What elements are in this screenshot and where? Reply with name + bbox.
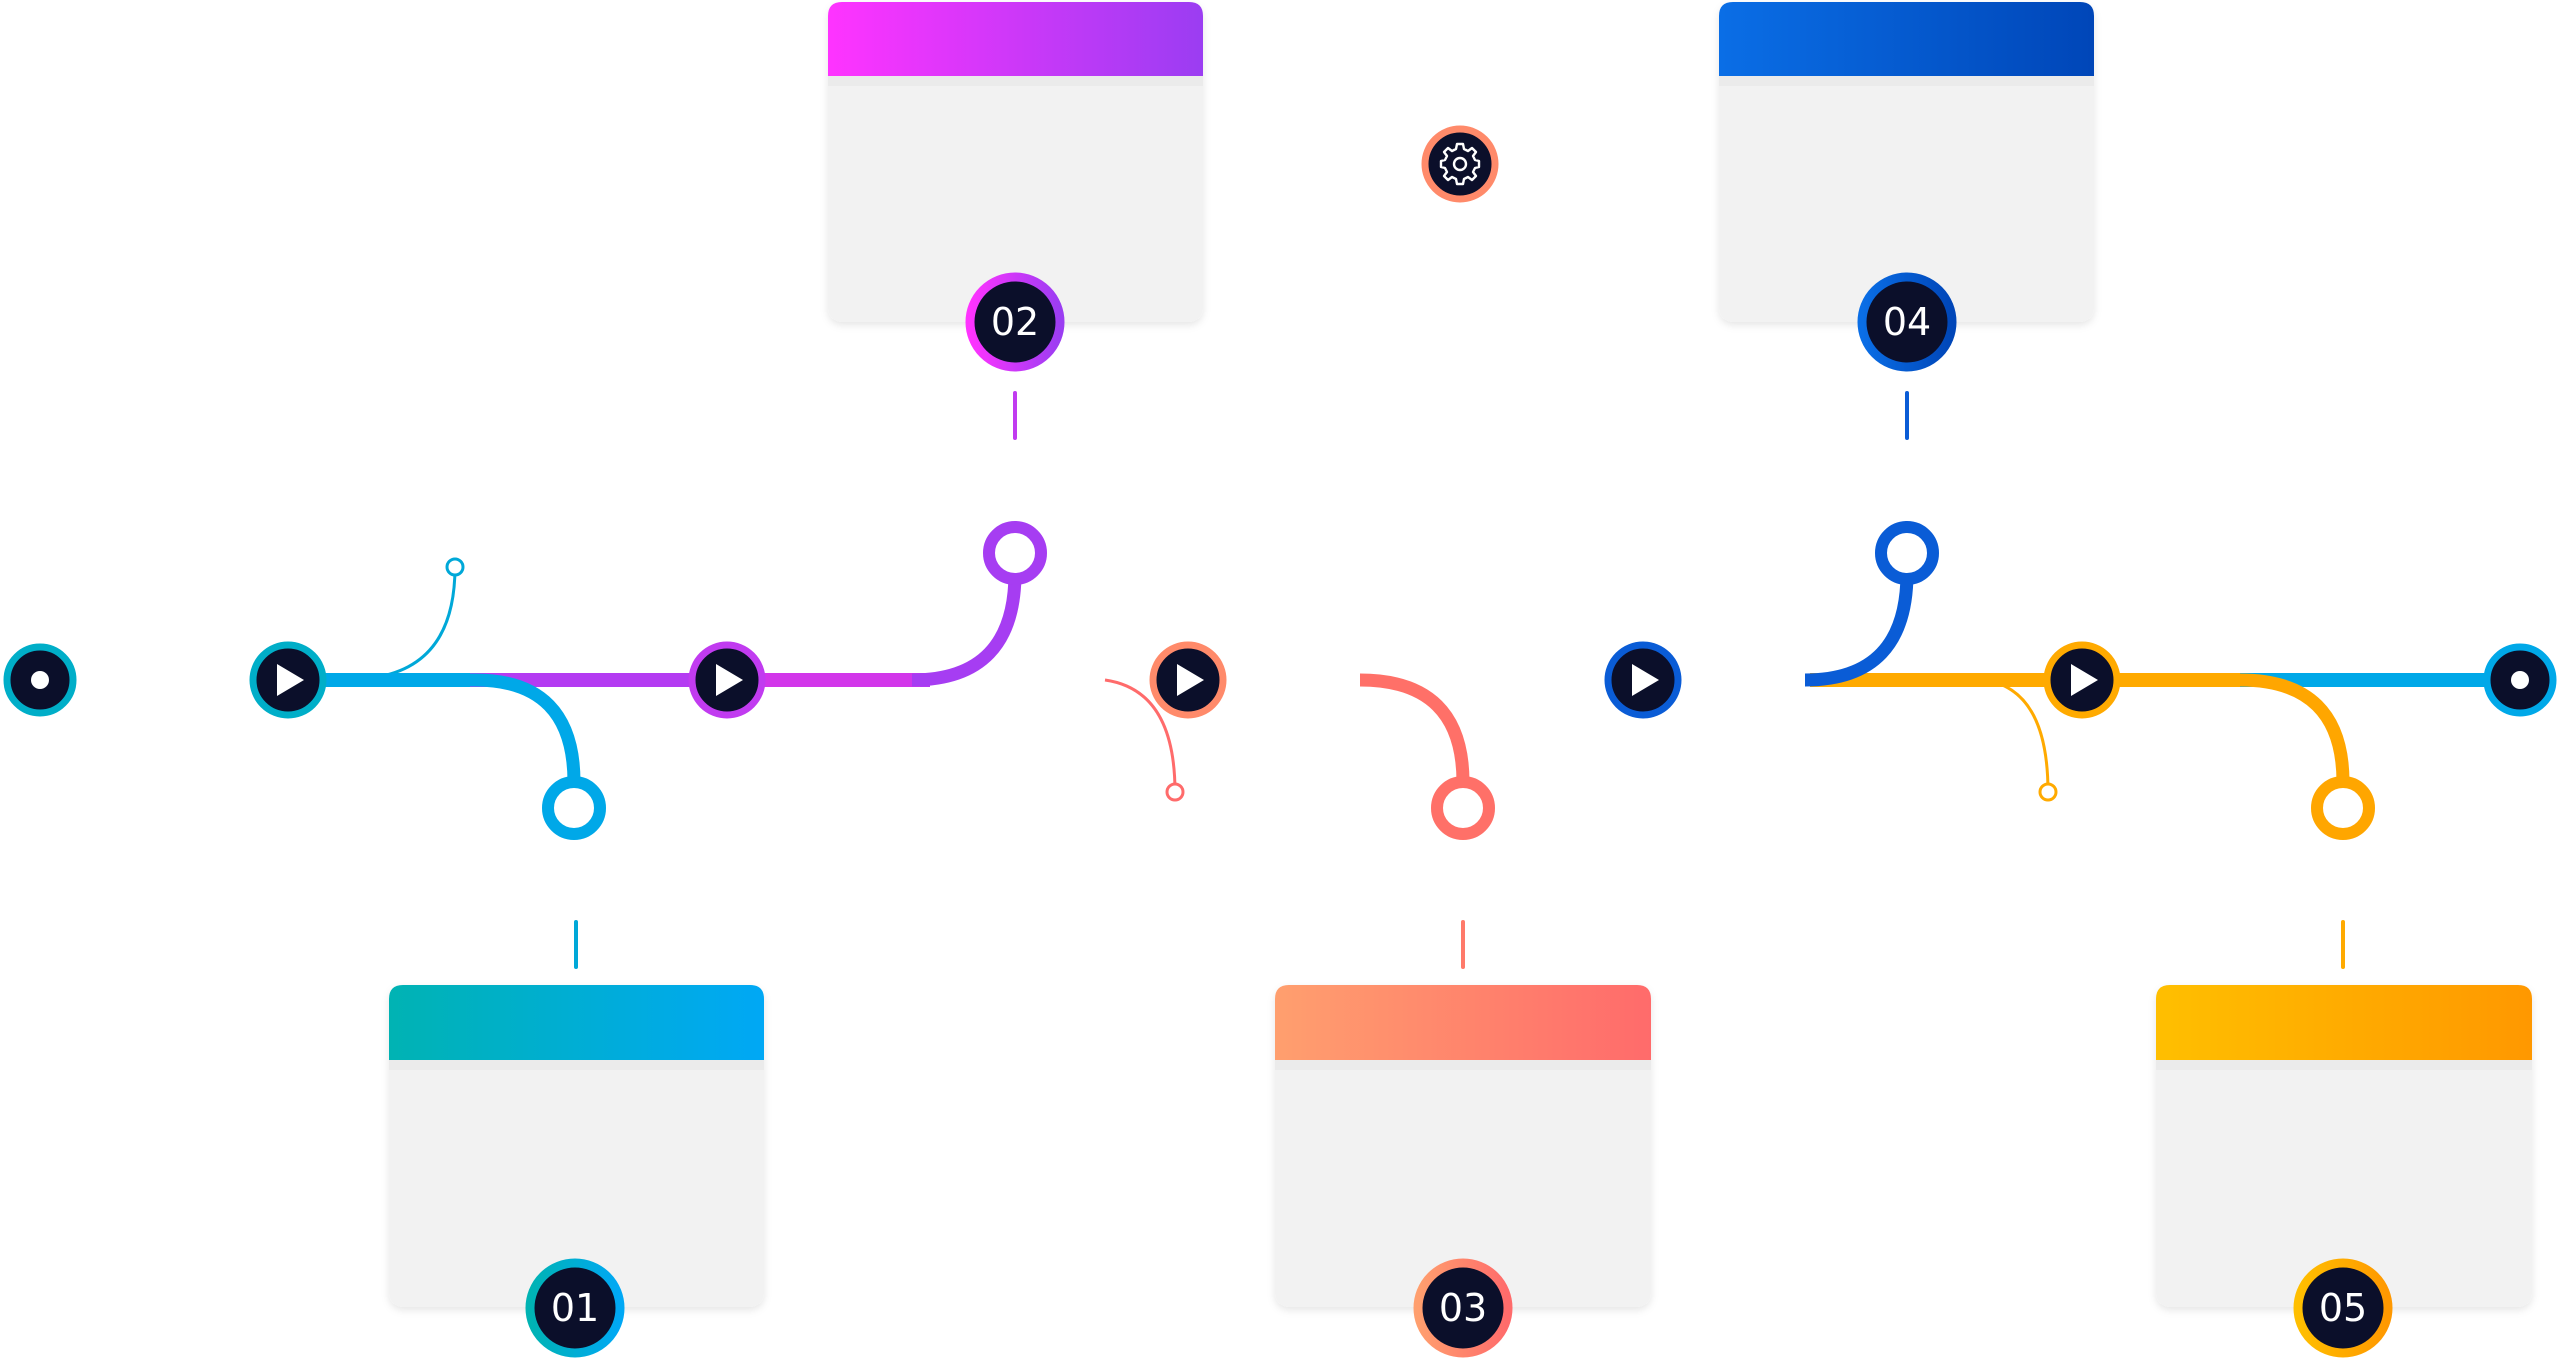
gear-icon bbox=[1439, 142, 1481, 186]
play-node-02 bbox=[688, 641, 766, 719]
card-link bbox=[1215, 125, 1705, 203]
badge-05: 05 bbox=[2293, 1258, 2393, 1358]
card-01-header bbox=[389, 985, 764, 1060]
card-02 bbox=[828, 2, 1203, 322]
step-number: 04 bbox=[1883, 300, 1931, 344]
gear-node bbox=[1421, 125, 1499, 203]
branch-04 bbox=[1804, 572, 1914, 687]
play-icon bbox=[716, 664, 743, 696]
ring-05 bbox=[2311, 776, 2375, 840]
branch-rings bbox=[542, 521, 2375, 840]
branch-02 bbox=[911, 572, 1022, 687]
card-03-header bbox=[1275, 985, 1651, 1060]
branch-01 bbox=[470, 673, 581, 783]
branch-03 bbox=[1359, 673, 1470, 783]
play-icon bbox=[277, 664, 304, 696]
card-05-header bbox=[2156, 985, 2532, 1060]
card-01 bbox=[389, 985, 764, 1307]
play-icon bbox=[1177, 664, 1204, 696]
ring-01 bbox=[542, 776, 606, 840]
badge-03: 03 bbox=[1413, 1258, 1513, 1358]
ring-02 bbox=[983, 521, 1047, 585]
badge-02: 02 bbox=[965, 272, 1065, 372]
card-04-header bbox=[1719, 2, 2094, 76]
connector-ticks bbox=[574, 391, 2345, 969]
badge-01: 01 bbox=[525, 1258, 625, 1358]
end-node bbox=[2483, 643, 2557, 717]
card-05 bbox=[2156, 985, 2532, 1307]
step-number: 02 bbox=[991, 300, 1039, 344]
dot-icon bbox=[2511, 671, 2529, 689]
play-node-04 bbox=[1604, 641, 1682, 719]
play-node-05 bbox=[2043, 641, 2121, 719]
ring-04 bbox=[1875, 521, 1939, 585]
badge-04: 04 bbox=[1857, 272, 1957, 372]
branch-curves bbox=[470, 572, 2350, 783]
play-node-01 bbox=[249, 641, 327, 719]
dot-icon bbox=[31, 671, 49, 689]
step-number: 05 bbox=[2319, 1286, 2367, 1330]
card-04 bbox=[1719, 2, 2094, 322]
play-icon bbox=[2071, 664, 2098, 696]
play-icon bbox=[1632, 664, 1659, 696]
start-node bbox=[3, 643, 77, 717]
play-node-03 bbox=[1149, 641, 1227, 719]
card-02-header bbox=[828, 2, 1203, 76]
step-number: 03 bbox=[1439, 1286, 1487, 1330]
ring-03 bbox=[1431, 776, 1495, 840]
branch-05 bbox=[2239, 673, 2350, 783]
card-03 bbox=[1275, 985, 1651, 1307]
step-number: 01 bbox=[551, 1286, 599, 1330]
